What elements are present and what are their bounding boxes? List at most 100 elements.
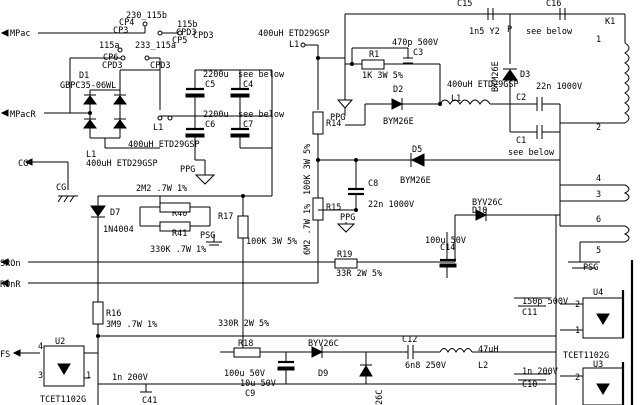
c41-value: 1n 200V [112,373,148,383]
led-icon [596,383,610,395]
d5-part: BYM26E [400,176,431,186]
resistor-icon [312,197,324,221]
label-cpd3-d: CPD3 [193,31,213,41]
diode-d3: BYM26E D3 P [491,14,530,104]
hv-rail [316,13,625,110]
capacitor-c1: C1 see below [508,104,561,160]
port-mpacr-label: MPacR [10,110,36,120]
port-sron-label: SROn [0,259,20,269]
port-mpacr: MPacR [0,109,70,120]
diode-icon [410,153,425,167]
r14-value: 100K 3W 5% [303,144,313,195]
c12-value: 6n8 250V [405,361,446,371]
k1-pin-6: 6 [596,215,601,225]
ppg3-label: PPG [340,213,355,223]
c1-ref: C1 [516,136,526,146]
r18-ref: R18 [238,339,253,349]
k1-pin-1: 1 [596,35,601,45]
r15-ref: R15 [326,203,341,213]
label-115a: 115a [99,41,119,51]
d2-part: BYM26E [383,117,414,127]
resistor-icon [233,347,261,358]
l1-top-ref: L1 [289,40,299,50]
u2-pin1: 1 [86,371,91,381]
diode-d10: BYV26C D10 [454,198,560,262]
d9-ref: D9 [318,369,328,379]
diode-icon [311,346,324,358]
ground-psg-2: PSG [568,261,600,273]
diode-icon [113,119,127,129]
k1-pin-3: 3 [596,190,601,200]
inductor-l2: 47uH L2 [439,345,556,371]
label-cp5: CP5 [172,36,187,46]
u4-pin2: 2 [575,300,580,310]
c16-ref: C16 [546,0,561,9]
diode-icon [502,69,518,81]
diode-icon [83,95,97,105]
resistor-icon [92,301,104,325]
c1-value: see below [508,148,555,158]
c16-value: see below [526,27,573,37]
transformer-aux-coil-icon [623,184,630,202]
capacitor-c15-c16: C15 1n5 Y2 C16 see below K1 [457,0,615,37]
d3-part: BYM26E [491,61,501,92]
r17-value: 100K 3W 5% [246,237,297,247]
port-mpac: MPac [0,21,183,39]
u2-part: TCET1102G [40,395,86,405]
resistor-r18: R18 [220,339,312,358]
c5-ref: C5 [205,80,215,90]
diode-icon [113,95,127,105]
psg1-label: PSG [200,231,215,241]
resistor-icon [159,202,191,213]
l1-bot-value: 400uH ETD29GSP [86,159,158,169]
diode-d7: D7 1N4004 [90,196,134,302]
d1-part: GBPC35-06WL [60,81,116,91]
diode-icon [475,209,488,221]
c7-ref: C7 [243,120,253,130]
inductor-l1-left: L1 400uH ETD29GSP L1 400uH ETD29GSP [86,115,200,169]
c6-value: 2200u [203,110,229,120]
resistor-r40-r41: 2M2 .7W 1% R40 R41 330K .7W 1% [98,184,272,255]
k1-ref: K1 [605,17,615,27]
r19-ref: R19 [337,250,352,260]
l1-inner-value: 400uH ETD29GSP [447,80,519,90]
c12-ref: C12 [402,335,417,345]
c15-ref: C15 [457,0,472,9]
capacitor-c10: 1n 200V C10 [514,367,558,390]
r41-value: 330K .7W 1% [150,245,206,255]
u4-part: TCET1102G [563,351,609,361]
transformer-primary-coil-icon [624,42,630,124]
label-230-115b: 230_115b [126,11,167,21]
snubber-r1-c3: R1 1K 3W 5% 470p 500V C3 [345,38,442,106]
l1-bot-ref: L1 [86,150,96,160]
c4-value: see below [238,70,285,80]
r41-ref: R41 [172,229,187,239]
u2-pin3: 3 [38,371,43,381]
u3-pin2: 2 [575,373,580,383]
resistor-r16: R16 3M9 .7W 1% [92,301,157,405]
ground-ppg-3: PPG [336,213,355,233]
port-arrow-icon [12,349,21,357]
opto-u3: U3 2 [560,360,625,405]
c14-value: 100u 50V [425,236,466,246]
c41-ref: C41 [142,396,157,405]
c11-ref: C11 [522,308,537,318]
r40-ref: R40 [172,209,187,219]
u4-pin1: 1 [575,326,580,336]
resistor-icon [334,258,358,269]
l1-inner-ref: L1 [451,94,461,104]
c8-value: 22n 1000V [368,200,414,210]
r1-ref: R1 [369,50,379,60]
k1-pin-4: 4 [596,174,601,184]
ground-icon [336,99,354,109]
r40-value: 2M2 .7W 1% [136,184,187,194]
c2-value: 22n 1000V [536,82,582,92]
l1-mid-ref: L1 [153,123,163,133]
ground-psg-1: PSG [200,231,222,246]
ground-ppg-1: PPG [180,160,216,185]
diode-d2: D2 BYM26E [345,85,440,127]
resistor-r14: R14 100K 3W 5% [303,111,341,198]
capacitor-c8: C8 22n 1000V [318,158,414,212]
r18-value: 330R 2W 5% [218,319,269,329]
